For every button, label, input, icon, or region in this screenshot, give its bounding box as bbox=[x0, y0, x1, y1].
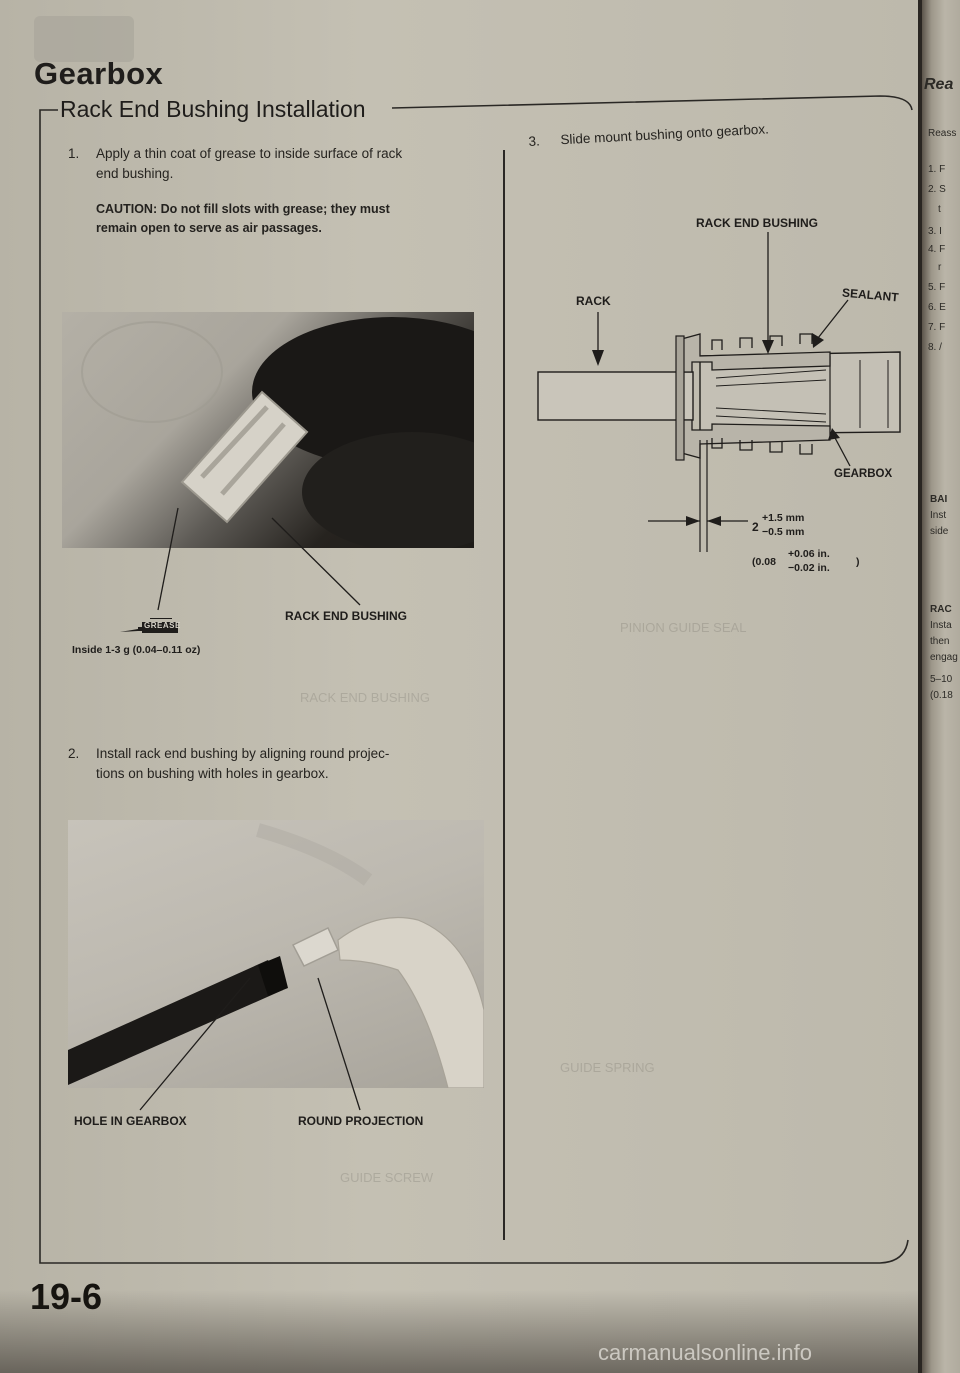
step-number: 1. bbox=[68, 146, 80, 161]
adjacent-page-title: Rea bbox=[924, 76, 954, 93]
label-rack: RACK bbox=[576, 294, 611, 308]
adjacent-fragment: RAC bbox=[930, 604, 952, 615]
adjacent-fragment: r bbox=[938, 262, 942, 273]
adjacent-fragment: 1. F bbox=[928, 164, 946, 175]
label-rack-end-bushing: RACK END BUSHING bbox=[285, 609, 408, 623]
adjacent-fragment: (0.18 bbox=[930, 690, 953, 701]
label-round-projection: ROUND PROJECTION bbox=[298, 1114, 424, 1128]
figure-3-cross-section bbox=[537, 232, 901, 552]
dim-in-open: (0.08 bbox=[752, 556, 776, 568]
label-gearbox: GEARBOX bbox=[834, 468, 893, 480]
bleed-through-text: GUIDE SPRING bbox=[560, 1060, 655, 1075]
grease-tag: GREASE bbox=[144, 621, 181, 630]
adjacent-fragment: Reass bbox=[928, 128, 957, 139]
adjacent-fragment: engag bbox=[930, 652, 958, 663]
bleed-through-text: GUIDE SCREW bbox=[340, 1170, 434, 1185]
dim-in-plus: +0.06 in. bbox=[788, 548, 830, 560]
page-bottom-shadow bbox=[0, 1290, 918, 1373]
adjacent-fragment: then bbox=[930, 636, 950, 647]
bleed-through-text: RACK END BUSHING bbox=[300, 690, 431, 705]
label-hole-in-gearbox: HOLE IN GEARBOX bbox=[74, 1114, 187, 1128]
figure-2-leader-lines bbox=[139, 977, 361, 1111]
watermark: carmanualsonline.info bbox=[598, 1340, 813, 1365]
adjacent-fragment: 6. E bbox=[928, 302, 946, 313]
clearance-dimension-in: (0.08 +0.06 in. −0.02 in. ) bbox=[752, 546, 862, 580]
adjacent-fragment: Inst bbox=[930, 510, 947, 521]
page-frame bbox=[0, 0, 918, 1373]
adjacent-fragment: 2. S bbox=[928, 184, 946, 195]
step-text-line: Install rack end bushing by aligning rou… bbox=[96, 746, 390, 761]
step-text-line: tions on bushing with holes in gearbox. bbox=[96, 766, 329, 781]
dim-base: 2 bbox=[752, 520, 759, 534]
dim-plus: +1.5 mm bbox=[762, 512, 805, 524]
grease-icon: GREASE bbox=[120, 617, 186, 636]
adjacent-fragment: 8. / bbox=[928, 342, 942, 353]
adjacent-page-edge: Rea Reass 1. F 2. S t 3. I 4. F r 5. F 6… bbox=[922, 0, 960, 1373]
adjacent-fragment: 5–10 bbox=[930, 674, 953, 685]
manual-page: Gearbox Rack End Bushing Installation PI… bbox=[0, 0, 918, 1373]
adjacent-fragment: 5. F bbox=[928, 282, 946, 293]
column-divider bbox=[503, 150, 505, 1240]
caution-note: CAUTION: Do not fill slots with grease; … bbox=[96, 200, 476, 238]
clearance-dimension-mm: 2 +1.5 mm −0.5 mm bbox=[752, 510, 832, 540]
dim-in-minus: −0.02 in. bbox=[788, 562, 830, 574]
label-rack-end-bushing-diagram: RACK END BUSHING bbox=[696, 216, 819, 230]
brand-logo bbox=[34, 16, 134, 62]
step-text-line: Apply a thin coat of grease to inside su… bbox=[96, 146, 403, 161]
adjacent-fragment: 7. F bbox=[928, 322, 946, 333]
adjacent-fragment: Insta bbox=[930, 620, 952, 631]
adjacent-fragment: t bbox=[938, 204, 941, 215]
adjacent-fragment: 3. I bbox=[928, 226, 942, 237]
step-1: 1. Apply a thin coat of grease to inside… bbox=[68, 144, 468, 188]
section-title: Gearbox bbox=[34, 56, 164, 91]
photo-install-bushing bbox=[68, 820, 484, 1088]
subsection-title: Rack End Bushing Installation bbox=[60, 96, 366, 122]
step-text-line: end bushing. bbox=[96, 166, 174, 181]
dim-minus: −0.5 mm bbox=[762, 526, 805, 538]
photo-grease-bushing bbox=[62, 312, 474, 548]
caution-line: CAUTION: Do not fill slots with grease; … bbox=[96, 202, 390, 216]
step-number: 2. bbox=[68, 746, 80, 761]
adjacent-fragment: 4. F bbox=[928, 244, 946, 255]
bleed-through-text: PINION GUIDE SEAL bbox=[620, 620, 747, 635]
caution-line: remain open to serve as air passages. bbox=[96, 221, 322, 235]
step-2: 2. Install rack end bushing by aligning … bbox=[68, 744, 488, 788]
grease-amount: Inside 1-3 g (0.04–0.11 oz) bbox=[72, 644, 201, 656]
photo-1-illustration bbox=[81, 317, 474, 548]
photo-2-illustration bbox=[68, 823, 484, 1088]
dim-in-close: ) bbox=[856, 556, 860, 568]
figure-1-leader-lines bbox=[157, 507, 361, 611]
adjacent-fragment: side bbox=[930, 526, 949, 537]
adjacent-fragment: BAI bbox=[930, 494, 948, 505]
